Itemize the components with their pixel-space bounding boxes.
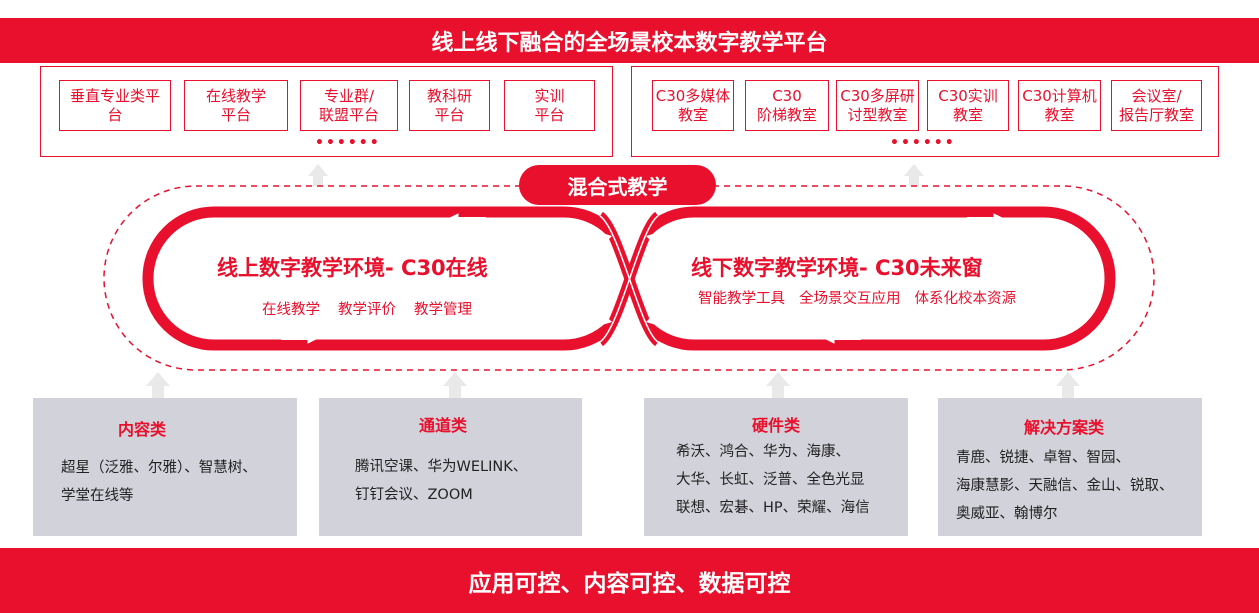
online-feature-item: 教学评价 xyxy=(338,302,396,318)
platforms-more: •••••• xyxy=(315,135,381,151)
category-vendors: 腾讯空课、华为WELINK、 钉钉会议、ZOOM xyxy=(355,459,528,503)
online-feature-item: 在线教学 xyxy=(262,302,320,318)
platforms-panel: 垂直专业类平 台 在线教学 平台 专业群/ 联盟平台 教科研 平台 实训 平台 … xyxy=(40,66,613,157)
classroom-lecture-hall: C30 阶梯教室 xyxy=(745,80,829,131)
classroom-multimedia: C30多媒体 教室 xyxy=(652,80,734,131)
classroom-conference: 会议室/ 报告厅教室 xyxy=(1111,80,1202,131)
classrooms-panel: C30多媒体 教室 C30 阶梯教室 C30多屏研 讨型教室 C30实训 教室 … xyxy=(631,66,1219,157)
category-hardware: 硬件类 希沃、鸿合、华为、海康、 大华、长虹、泛普、全色光显 联想、宏碁、HP、… xyxy=(644,398,908,536)
category-title: 解决方案类 xyxy=(1024,418,1105,437)
classrooms-more: •••••• xyxy=(890,135,956,151)
offline-feature-item: 智能教学工具 xyxy=(698,291,785,307)
classroom-multiscreen: C30多屏研 讨型教室 xyxy=(836,80,919,131)
online-env-features: 在线教学 教学评价 教学管理 xyxy=(262,298,472,319)
category-vendors: 超星（泛雅、尔雅）、智慧树、 学堂在线等 xyxy=(61,460,257,504)
platform-training: 实训 平台 xyxy=(504,80,595,131)
category-vendors: 希沃、鸿合、华为、海康、 大华、长虹、泛普、全色光显 联想、宏碁、HP、荣耀、海… xyxy=(676,444,870,516)
category-title: 硬件类 xyxy=(752,416,801,435)
offline-env-title: 线下数字教学环境- C30未来窗 xyxy=(691,256,983,280)
category-channel: 通道类 腾讯空课、华为WELINK、 钉钉会议、ZOOM xyxy=(319,398,582,536)
platform-major-group: 专业群/ 联盟平台 xyxy=(300,80,398,131)
up-arrow-icon xyxy=(146,372,1080,398)
category-content: 内容类 超星（泛雅、尔雅）、智慧树、 学堂在线等 xyxy=(33,398,297,536)
online-feature-item: 教学管理 xyxy=(414,302,472,318)
platform-research: 教科研 平台 xyxy=(409,80,490,131)
bottom-title: 应用可控、内容可控、数据可控 xyxy=(468,570,791,597)
category-title: 内容类 xyxy=(118,420,167,439)
category-solution: 解决方案类 青鹿、锐捷、卓智、智园、 海康慧影、天融信、金山、锐取、 奥威亚、翰… xyxy=(938,398,1202,536)
offline-env-features: 智能教学工具 全场景交互应用 体系化校本资源 xyxy=(698,287,1016,308)
offline-feature-item: 全场景交互应用 xyxy=(799,291,901,307)
up-arrow-icon xyxy=(308,164,924,186)
classroom-training: C30实训 教室 xyxy=(927,80,1009,131)
category-vendors: 青鹿、锐捷、卓智、智园、 海康慧影、天融信、金山、锐取、 奥威亚、翰博尔 xyxy=(956,450,1174,522)
online-env-title: 线上数字教学环境- C30在线 xyxy=(217,256,488,280)
direction-arrow-icon xyxy=(281,213,1004,344)
platform-vertical-major: 垂直专业类平 台 xyxy=(59,80,171,131)
classroom-computer: C30计算机 教室 xyxy=(1018,80,1101,131)
hybrid-teaching-label: 混合式教学 xyxy=(519,165,716,205)
top-title: 线上线下融合的全场景校本数字教学平台 xyxy=(431,30,828,56)
crossing-arrow-icon xyxy=(602,233,656,325)
category-title: 通道类 xyxy=(419,416,468,435)
offline-feature-item: 体系化校本资源 xyxy=(914,291,1017,307)
bottom-title-bar: 应用可控、内容可控、数据可控 xyxy=(0,548,1259,613)
top-title-bar: 线上线下融合的全场景校本数字教学平台 xyxy=(0,18,1259,63)
platform-online-teaching: 在线教学 平台 xyxy=(184,80,288,131)
